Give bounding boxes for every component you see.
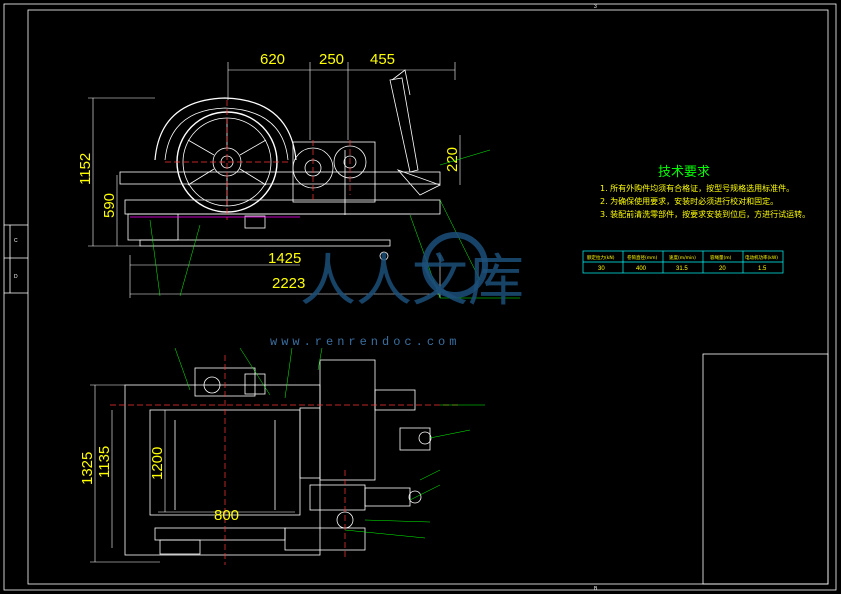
requirement-line-1: 1. 所有外购件均须有合格证，按型号规格选用标准件。	[600, 183, 794, 193]
watermark-cn: 人人文库	[300, 249, 524, 314]
dim-1325: 1325	[79, 452, 96, 485]
front-dimension-lines	[88, 62, 461, 298]
spec-header-3: 速度(m/min)	[669, 254, 696, 261]
sheet-border	[3, 3, 837, 591]
dim-1152: 1152	[77, 153, 94, 185]
spec-table	[582, 250, 784, 274]
plan-centerlines	[110, 355, 460, 565]
dim-455: 455	[370, 51, 395, 68]
plan-dimension-lines	[90, 384, 295, 563]
dim-800: 800	[214, 507, 239, 524]
sheet-mark-left-a: C	[14, 238, 18, 244]
sheet-mark-top: 3	[594, 4, 597, 10]
dim-1425: 1425	[268, 250, 301, 267]
dim-250: 250	[319, 51, 344, 68]
dim-620: 620	[260, 51, 285, 68]
dim-220: 220	[444, 147, 461, 172]
title-block	[702, 353, 829, 585]
spec-value-3: 31.5	[676, 266, 688, 272]
plan-leader-lines	[174, 347, 485, 539]
watermark-url: www.renrendoc.com	[270, 335, 460, 349]
sheet-mark-bottom: B	[594, 586, 598, 592]
requirement-line-2: 2. 为确保使用要求，安装时必须进行校对和固定。	[600, 196, 778, 206]
spec-value-1: 30	[598, 266, 605, 272]
watermark-logo-icon	[422, 232, 488, 298]
spec-header-2: 卷筒直径(mm)	[627, 254, 658, 261]
spec-header-5: 电动机功率(kW)	[745, 254, 778, 261]
spec-header-1: 额定拉力(kN)	[587, 254, 615, 261]
spec-header-4: 容绳量(m)	[710, 254, 732, 261]
front-centerlines	[165, 100, 351, 220]
requirements-title: 技术要求	[658, 165, 710, 180]
spec-value-2: 400	[636, 266, 647, 272]
spec-value-5: 1.5	[758, 266, 767, 272]
watermark: 人人文库 www.renrendoc.com	[270, 232, 524, 349]
dim-590: 590	[101, 193, 118, 218]
dim-1200: 1200	[149, 447, 166, 480]
requirement-line-3: 3. 装配前清洗零部件，按要求安装到位后，方进行试运转。	[600, 209, 810, 219]
dim-1135: 1135	[96, 446, 113, 478]
dim-2223: 2223	[272, 275, 305, 292]
spec-value-4: 20	[719, 266, 726, 272]
sheet-mark-left-b: D	[14, 274, 18, 280]
